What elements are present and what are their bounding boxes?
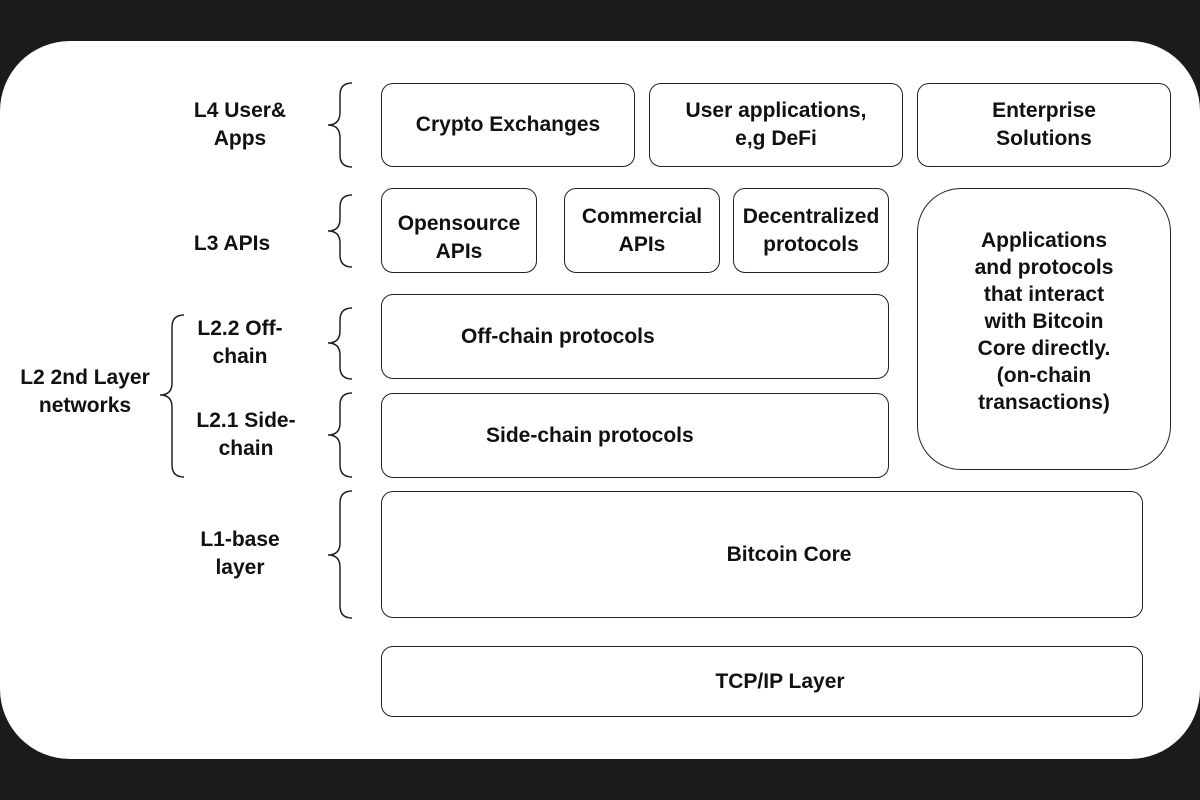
tcpip-layer-text: TCP/IP Layer <box>715 669 845 693</box>
sidechain-protocols-text: Side-chain protocols <box>486 423 694 447</box>
user-applications-text: User applications, e,g DeFi <box>685 99 867 150</box>
user-applications-box: User applications, e,g DeFi <box>649 83 903 167</box>
brace-l1 <box>327 490 353 619</box>
layer-label-l1: L1-base layer <box>180 526 300 582</box>
offchain-protocols-text: Off-chain protocols <box>461 324 655 348</box>
brace-l2-group <box>159 314 185 478</box>
brace-l21 <box>327 392 353 478</box>
layer-label-l4: L4 User& Apps <box>175 97 305 153</box>
decentralized-protocols-box: Decentralized protocols <box>733 188 889 273</box>
bitcoin-core-text: Bitcoin Core <box>726 542 852 566</box>
commercial-apis-box: Commercial APIs <box>564 188 720 273</box>
layer-label-l22: L2.2 Off- chain <box>180 315 300 371</box>
sidechain-protocols-box: Side-chain protocols <box>381 393 889 478</box>
direct-interaction-text: Applications and protocols that interact… <box>974 229 1114 414</box>
enterprise-solutions-text: Enterprise Solutions <box>992 99 1096 150</box>
crypto-exchanges-box: Crypto Exchanges <box>381 83 635 167</box>
layer-label-l1-text: L1-base layer <box>200 528 280 579</box>
commercial-apis-text: Commercial APIs <box>581 204 703 256</box>
brace-l4 <box>327 82 353 168</box>
layer-label-l21-text: L2.1 Side- chain <box>196 409 296 460</box>
opensource-apis-box: Opensource APIs <box>381 188 537 273</box>
brace-l3 <box>327 194 353 268</box>
bitcoin-core-box: Bitcoin Core <box>381 491 1143 618</box>
opensource-apis-text: Opensource APIs <box>397 211 521 263</box>
layer-label-l2-group-text: L2 2nd Layer networks <box>20 366 150 417</box>
enterprise-solutions-box: Enterprise Solutions <box>917 83 1171 167</box>
layer-label-l4-text: L4 User& Apps <box>193 99 287 150</box>
layer-label-l21: L2.1 Side- chain <box>182 407 310 463</box>
layer-label-l2-group: L2 2nd Layer networks <box>6 364 164 420</box>
tcpip-layer-box: TCP/IP Layer <box>381 646 1143 717</box>
offchain-protocols-box: Off-chain protocols <box>381 294 889 379</box>
decentralized-protocols-text: Decentralized protocols <box>742 204 880 256</box>
layer-label-l22-text: L2.2 Off- chain <box>197 317 283 368</box>
crypto-exchanges-text: Crypto Exchanges <box>415 113 601 136</box>
layer-label-l3-text: L3 APIs <box>193 232 271 255</box>
brace-l22 <box>327 307 353 380</box>
direct-interaction-box: Applications and protocols that interact… <box>917 188 1171 470</box>
layer-label-l3: L3 APIs <box>172 230 292 258</box>
